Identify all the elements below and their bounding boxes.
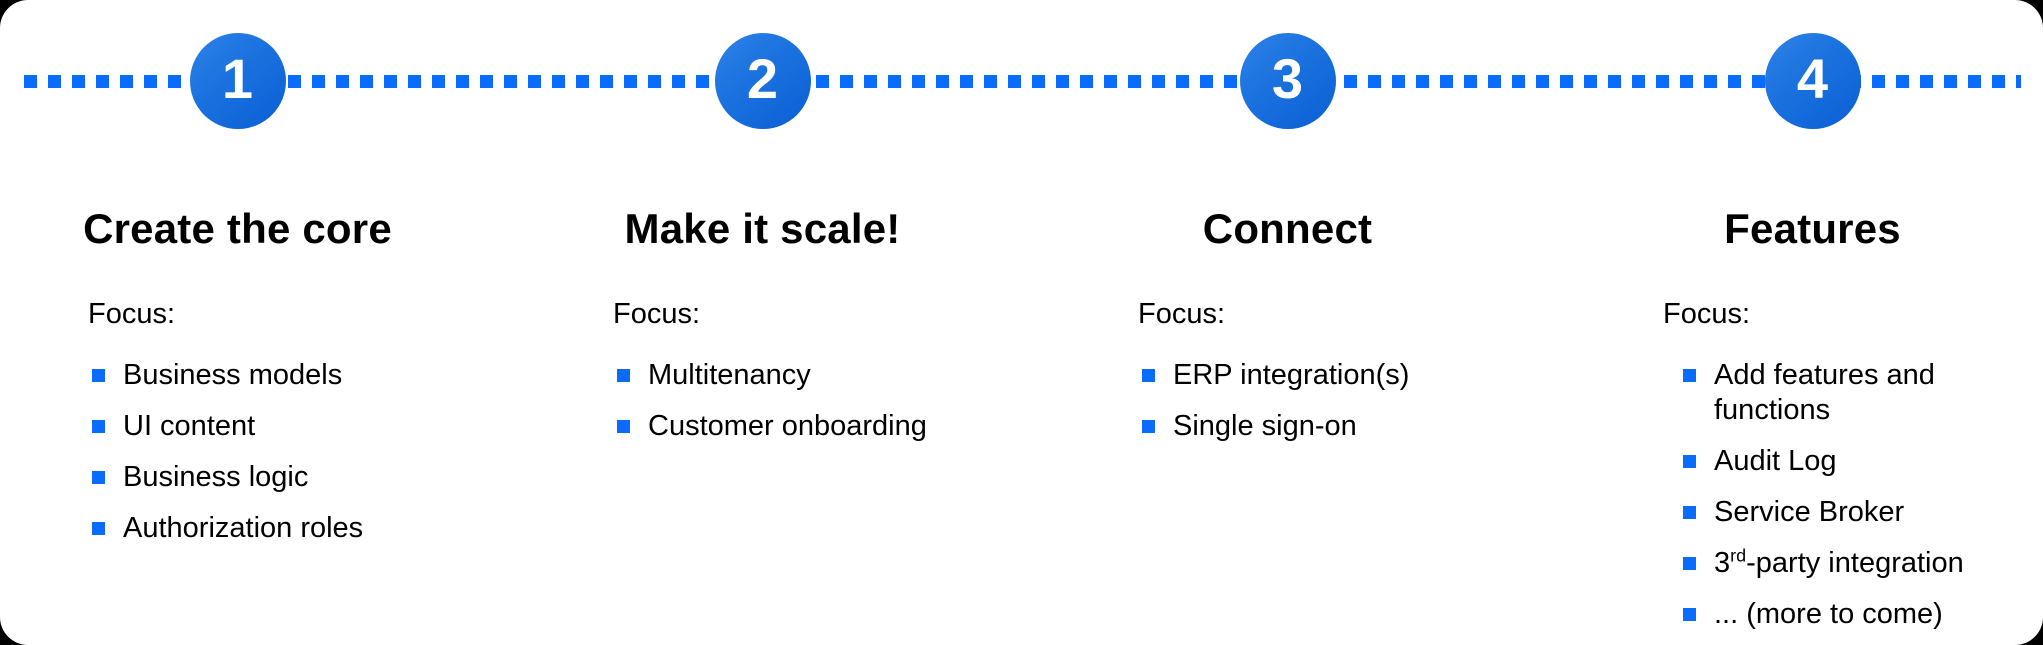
step-4-title: Features [1724,205,1901,252]
step-2-title: Make it scale! [624,205,901,252]
bullet-square-icon [617,369,630,382]
list-item: Service Broker [1683,495,2035,530]
list-item-text: Single sign-on [1173,410,1357,442]
step-3-number-badge: 3 [1239,33,1336,129]
timeline-dotted-line [24,75,2021,88]
step-2: 2 Make it scale! Focus: Multitenancy Cus… [500,33,1025,645]
step-4: 4 Features Focus: Add features and funct… [1550,33,2043,645]
step-4-focus-label: Focus: [1663,298,1751,330]
bullet-square-icon [1683,557,1696,570]
step-2-focus-list: Multitenancy Customer onboarding [613,358,985,444]
step-3: 3 Connect Focus: ERP integration(s) Sing… [1025,33,1550,645]
list-item-text: Service Broker [1714,496,1905,528]
step-3-content: Focus: ERP integration(s) Single sign-on [1025,296,1550,444]
bullet-square-icon [1142,369,1155,382]
step-3-number: 3 [1271,47,1304,110]
step-1: 1 Create the core Focus: Business models… [0,33,500,645]
list-item: Multitenancy [617,358,985,393]
step-4-number-badge: 4 [1764,33,1861,129]
step-2-number-badge: 2 [714,33,811,129]
step-4-number: 4 [1796,47,1829,110]
bullet-square-icon [1142,420,1155,433]
list-item-text: Authorization roles [123,512,364,544]
bullet-square-icon [92,522,105,535]
bullet-square-icon [92,471,105,484]
list-item-text: Audit Log [1714,445,1837,477]
bullet-square-icon [1683,369,1696,382]
list-item: Business models [92,358,460,393]
list-item-text: UI content [123,410,256,442]
list-item-text: Multitenancy [648,359,811,391]
step-1-number-badge: 1 [189,33,286,129]
step-2-number: 2 [746,47,779,110]
third-party-pre: 3 [1714,547,1731,579]
list-item-text: ERP integration(s) [1173,359,1410,391]
list-item-text: Add features and functions [1714,359,1935,426]
step-1-number: 1 [221,47,254,110]
step-1-title: Create the core [83,205,392,252]
list-item: Single sign-on [1142,409,1510,444]
list-item: Add features and functions [1683,358,2035,428]
bullet-square-icon [1683,455,1696,468]
list-item: Audit Log [1683,444,2035,479]
list-item-text: ... (more to come) [1714,598,1943,630]
list-item: ERP integration(s) [1142,358,1510,393]
list-item: ... (more to come) [1683,597,2035,632]
step-1-content: Focus: Business models UI content Busine… [0,296,500,546]
step-3-focus-label: Focus: [1138,298,1226,330]
list-item: Customer onboarding [617,409,985,444]
step-3-focus-list: ERP integration(s) Single sign-on [1138,358,1510,444]
third-party-post: -party integration [1746,547,1964,579]
step-2-content: Focus: Multitenancy Customer onboarding [500,296,1025,444]
third-party-sup: rd [1730,545,1747,566]
list-item: 3rd-party integration [1683,546,2035,581]
step-1-focus-list: Business models UI content Business logi… [88,358,460,546]
step-2-focus-label: Focus: [613,298,701,330]
list-item-text: Business models [123,359,343,391]
bullet-square-icon [92,420,105,433]
bullet-square-icon [92,369,105,382]
bullet-square-icon [1683,608,1696,621]
bullet-square-icon [1683,506,1696,519]
step-3-title: Connect [1202,205,1373,252]
list-item: Business logic [92,460,460,495]
step-4-focus-list: Add features and functions Audit Log Ser… [1663,358,2035,632]
step-4-content: Focus: Add features and functions Audit … [1550,296,2043,632]
bullet-square-icon [617,420,630,433]
list-item-text: 3rd-party integration [1714,546,1964,581]
list-item-text: Business logic [123,461,309,493]
list-item: UI content [92,409,460,444]
list-item: Authorization roles [92,511,460,546]
step-1-focus-label: Focus: [88,298,176,330]
list-item-text: Customer onboarding [648,410,927,442]
